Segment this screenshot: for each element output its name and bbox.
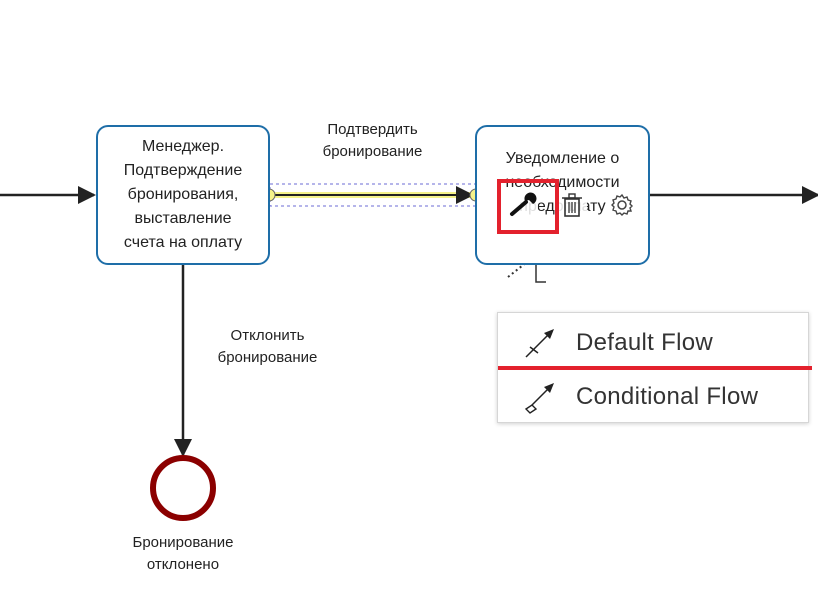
flow-label-reject: Отклонить бронирование — [217, 327, 318, 366]
replace-menu: Default Flow Conditional Flow — [497, 312, 812, 424]
trash-icon — [562, 193, 582, 217]
end-event[interactable] — [150, 455, 216, 521]
flow-label-confirm: Подтвердить бронирование — [322, 121, 423, 160]
menu-item-label: Default Flow — [576, 329, 713, 356]
properties-button[interactable] — [607, 190, 637, 220]
task-manager-confirmation[interactable]: Менеджер. Подтверждение бронирования, вы… — [96, 125, 270, 265]
menu-item-conditional-flow[interactable]: Conditional Flow — [498, 370, 808, 424]
default-flow-icon — [520, 323, 560, 363]
delete-button[interactable] — [557, 190, 587, 220]
gear-icon — [611, 193, 633, 216]
menu-item-default-flow[interactable]: Default Flow — [498, 316, 808, 370]
wrench-highlight-box — [497, 179, 559, 234]
task-manager-label: Менеджер. Подтверждение бронирования, вы… — [123, 138, 243, 251]
wrench-icon — [510, 192, 537, 216]
menu-item-highlight-line — [498, 366, 812, 370]
change-type-button[interactable] — [508, 190, 538, 220]
sequence-flow-confirm[interactable] — [262, 183, 483, 207]
conditional-flow-icon — [520, 377, 560, 417]
end-event-label: Бронирование отклонено — [132, 534, 234, 573]
menu-item-label: Conditional Flow — [576, 383, 759, 410]
